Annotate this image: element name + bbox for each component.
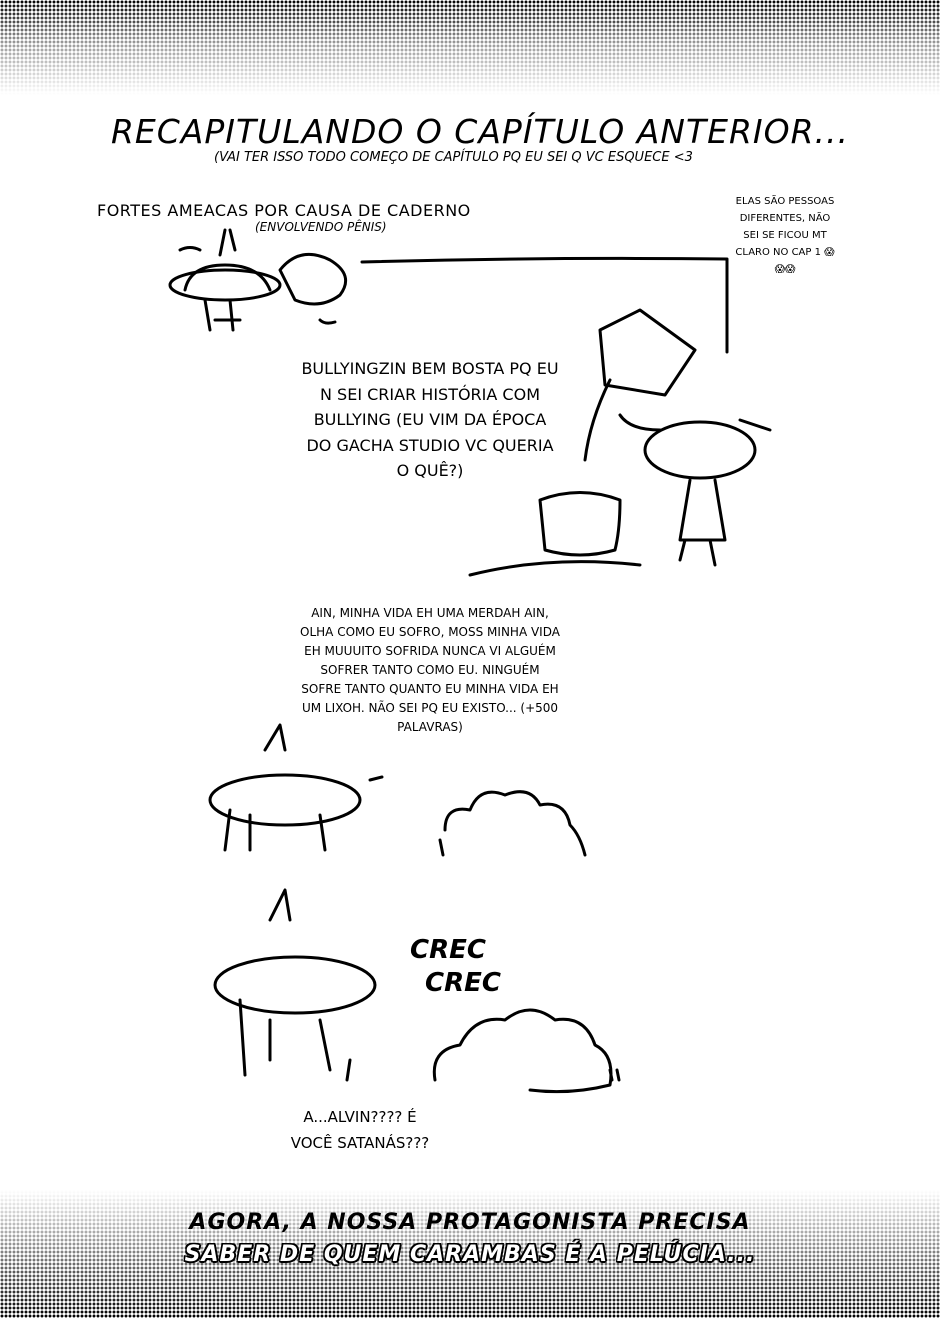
connector-line-drawing: [360, 256, 729, 354]
page-title: Recapitulando o capítulo anterior...: [110, 112, 850, 151]
side-note: Elas são pessoas diferentes, não sei se …: [735, 196, 835, 275]
halftone-bottom: [0, 1190, 940, 1318]
panel1-characters-drawing: [168, 228, 348, 332]
sfx-crec-2: CREC: [425, 968, 501, 998]
halftone-top: [0, 0, 940, 95]
panel4-speech: A...Alvin???? É você satanás???: [290, 1108, 430, 1152]
panel2-bucket-scene-drawing: [468, 308, 772, 577]
footer-line-1: Agora, a nossa protagonista precisa: [189, 1210, 751, 1235]
page-subtitle: (vai ter isso todo começo de capítulo pq…: [214, 150, 693, 165]
panel1-caption: Fortes ameacas por causa de caderno: [97, 201, 471, 220]
panel3-character-and-bush-drawing: [208, 723, 587, 857]
panel4-character-and-bush-drawing: [213, 888, 621, 1094]
panel2-caption: Bullyingzin bem bosta pq eu n sei criar …: [301, 359, 559, 480]
panel3-speech: Ain, minha vida eh uma merdah ain, olha …: [300, 606, 560, 734]
sfx-crec-1: CREC: [410, 935, 486, 965]
footer-line-2: saber de quem carambas é a pelúcia...: [184, 1242, 756, 1267]
panel1-caption-note: (envolvendo pênis): [255, 220, 387, 234]
